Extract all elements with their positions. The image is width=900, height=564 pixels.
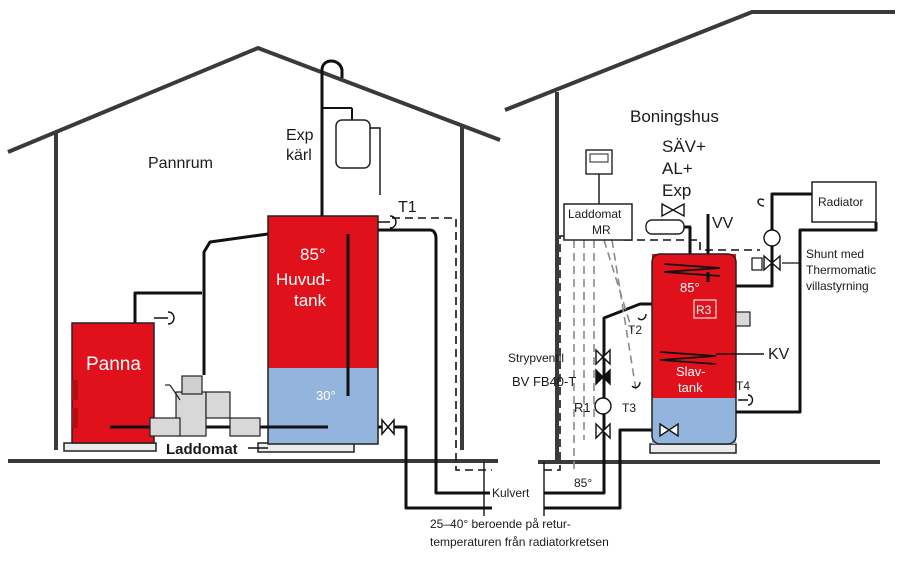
panna-safety-valve: [154, 311, 175, 325]
huvudtank-return-valve: [381, 417, 395, 437]
shunt-pump: [763, 229, 781, 247]
dashed-controls-1: [544, 235, 572, 471]
panna-flue-pipe: [133, 291, 202, 323]
t1-dashed-line: [392, 217, 492, 471]
radiator-return-pipe: [736, 222, 878, 414]
shunt-label-line3: villastyrning: [806, 279, 869, 293]
panna-boiler: [71, 322, 155, 444]
strypventil-valve: [595, 348, 611, 366]
t3-sensor: [631, 381, 641, 389]
huvudtank-temp-top: 85°: [300, 245, 326, 264]
slavtank-cold-zone: [652, 398, 736, 444]
pannrum-label: Pannrum: [148, 155, 213, 172]
slavtank-label-line2: tank: [678, 380, 703, 395]
dashed-controls-7: [624, 239, 760, 251]
laddomat-label: Laddomat: [166, 441, 238, 458]
huvudtank-temp-bottom: 30°: [316, 388, 336, 403]
sav-exp-vessel: [645, 219, 685, 235]
dashed-controls-5: [603, 239, 633, 331]
huvudtank-cold-zone: [268, 368, 378, 444]
t2-label: T2: [628, 323, 642, 337]
t2-sensor: [637, 313, 647, 321]
sav-label-line3: Exp: [662, 181, 691, 200]
slavtank-temp-top: 85°: [680, 280, 700, 295]
t4-label: T4: [736, 379, 750, 393]
radiator-box: [811, 181, 877, 223]
pannrum-house-outline: [7, 45, 501, 154]
laddomat-label-bg: [164, 440, 248, 456]
t3-label: T3: [622, 401, 636, 415]
radiator-vent: [757, 198, 765, 207]
sav-label-line1: SÄV+: [662, 137, 706, 156]
r3-connector: [735, 311, 751, 327]
slavtank-bottom-valve: [659, 422, 679, 438]
huvudtank-label-line2: tank: [294, 291, 327, 310]
shunt-label-line1: Shunt med: [806, 247, 864, 261]
slavtank-outline: [651, 253, 737, 445]
sav-label-line2: AL+: [662, 159, 693, 178]
kulvert-supply-to-slavtank: [544, 302, 652, 495]
bv-fb40t-label: BV FB40-T: [512, 374, 576, 389]
shunt-label-line2: Thermomatic: [806, 263, 876, 277]
footnote-line1: 25–40° beroende på retur-: [430, 517, 571, 531]
t1-label: T1: [398, 199, 417, 216]
huvudtank-hot-zone: [268, 216, 378, 368]
panna-door-bottom: [72, 408, 78, 428]
slavtank-hot-zone: [652, 254, 736, 398]
boningshus-house-outline: [504, 10, 895, 112]
kulvert-label: Kulvert: [492, 486, 530, 500]
radiator-label: Radiator: [818, 195, 863, 209]
t4-sensor: [738, 394, 754, 406]
r1-label: R1: [574, 400, 591, 415]
strypventil-label: Strypventil: [508, 351, 564, 365]
slavtank-top-coil: [663, 263, 721, 277]
huvudtank-to-kulvert-supply: [378, 228, 492, 495]
slavtank-label-line1: Slav-: [676, 364, 706, 379]
laddomat-unit: [149, 375, 261, 437]
shunt-actuator: [751, 257, 763, 271]
shunt-valve: [763, 254, 781, 272]
kulvert-return-from-slavtank: [544, 428, 652, 510]
footnote-line2: temperaturen från radiatorkretsen: [430, 535, 609, 549]
kv-label: KV: [768, 346, 790, 363]
exp-vessel: [335, 119, 371, 169]
r1-pump: [594, 397, 612, 415]
boningshus-label: Boningshus: [630, 107, 719, 126]
r3-label: R3: [696, 303, 712, 317]
panna-door-top: [72, 380, 78, 400]
huvudtank-top-feed-pipe: [202, 232, 269, 375]
exp-karl-label-line1: Exp: [286, 127, 314, 144]
kulvert-temp-label: 85°: [574, 476, 592, 490]
laddomat-mr-label-line2: MR: [592, 223, 611, 237]
exp-overflow-pipe: [370, 127, 381, 195]
laddomat-mr-box: [563, 203, 633, 241]
slavtank-mid-coil: [659, 351, 717, 365]
slavtank-base: [649, 443, 737, 454]
r3-heater: [693, 299, 717, 319]
bv-fb40t-valve: [595, 368, 611, 386]
t1-sensor: [378, 215, 397, 229]
kulvert-label-bg: [490, 484, 540, 500]
laddomat-mr-display-screen: [589, 153, 609, 163]
exp-karl-label-line2: kärl: [286, 147, 312, 164]
r1-lower-valve: [595, 422, 611, 440]
sav-pipe: [684, 225, 692, 256]
huvudtank-label-line1: Huvud-: [276, 270, 331, 289]
laddomat-mr-label-line1: Laddomat: [568, 207, 622, 221]
exp-vent-pipe: [320, 59, 344, 216]
panna-base: [63, 442, 157, 452]
sav-valve: [661, 202, 685, 218]
panna-label: Panna: [86, 354, 141, 375]
vv-label: VV: [712, 215, 734, 232]
